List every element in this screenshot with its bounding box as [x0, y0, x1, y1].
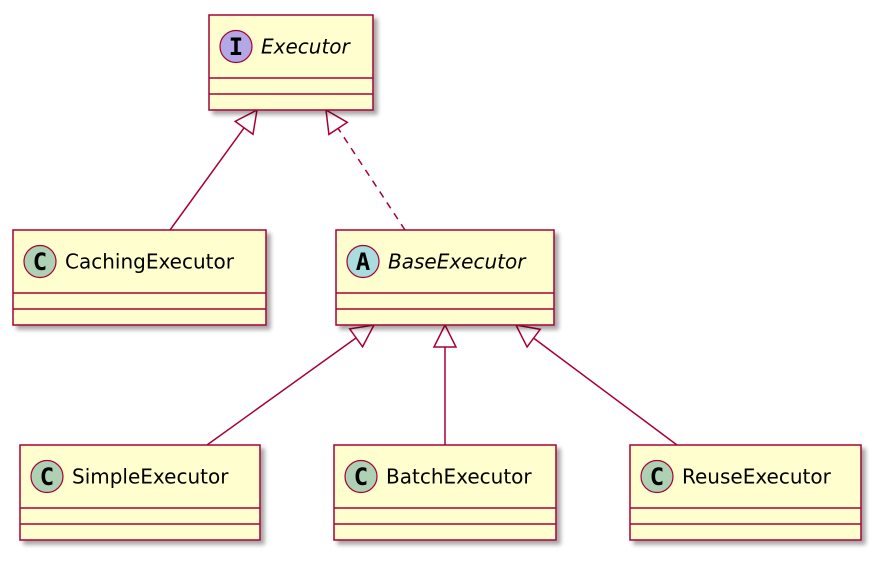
stereotype-letter: C: [354, 463, 368, 491]
class-name: BatchExecutor: [386, 465, 532, 489]
class-name: Executor: [261, 35, 352, 59]
class-box: [629, 444, 862, 541]
relation-line: [206, 337, 357, 446]
relation-base-implements-executor: [325, 108, 406, 231]
class-box: [19, 444, 261, 541]
class-name: CachingExecutor: [65, 250, 235, 274]
relation-reuse-extends-base: [514, 323, 678, 446]
class-caching[interactable]: C CachingExecutor: [12, 229, 267, 326]
stereotype-letter: C: [650, 463, 664, 491]
class-name: ReuseExecutor: [682, 465, 832, 489]
relation-caching-extends-executor: [169, 108, 258, 231]
class-box: [12, 229, 267, 326]
stereotype-abstract-icon: [346, 244, 380, 279]
class-reuse[interactable]: C ReuseExecutor: [629, 444, 862, 541]
class-simple[interactable]: C SimpleExecutor: [19, 444, 261, 541]
class-name: SimpleExecutor: [72, 465, 229, 489]
relation-line: [169, 127, 245, 231]
relation-line: [533, 337, 678, 446]
inheritance-arrowhead-icon: [325, 108, 349, 136]
inheritance-arrowhead-icon: [514, 323, 542, 349]
stereotype-letter: I: [229, 33, 243, 61]
stereotype-letter: C: [33, 248, 47, 276]
class-executor[interactable]: I Executor: [208, 14, 374, 111]
relation-batch-extends-base: [432, 323, 458, 445]
class-batch[interactable]: C BatchExecutor: [333, 444, 557, 541]
stereotype-class-icon: [23, 244, 57, 279]
relation-simple-extends-base: [206, 324, 376, 446]
inheritance-arrowhead-icon: [233, 108, 258, 136]
class-box: [333, 444, 557, 541]
relation-line: [337, 127, 406, 231]
stereotype-interface-icon: [219, 29, 253, 64]
stereotype-letter: A: [356, 248, 371, 276]
stereotype-class-icon: [344, 459, 378, 494]
class-box: [335, 229, 555, 326]
inheritance-arrowhead-icon: [348, 324, 376, 349]
relations-layer: [169, 108, 678, 446]
stereotype-letter: C: [40, 463, 54, 491]
inheritance-arrowhead-icon: [432, 323, 458, 348]
class-base[interactable]: A BaseExecutor: [335, 229, 555, 326]
stereotype-class-icon: [30, 459, 64, 494]
class-name: BaseExecutor: [388, 250, 527, 274]
stereotype-class-icon: [640, 459, 674, 494]
